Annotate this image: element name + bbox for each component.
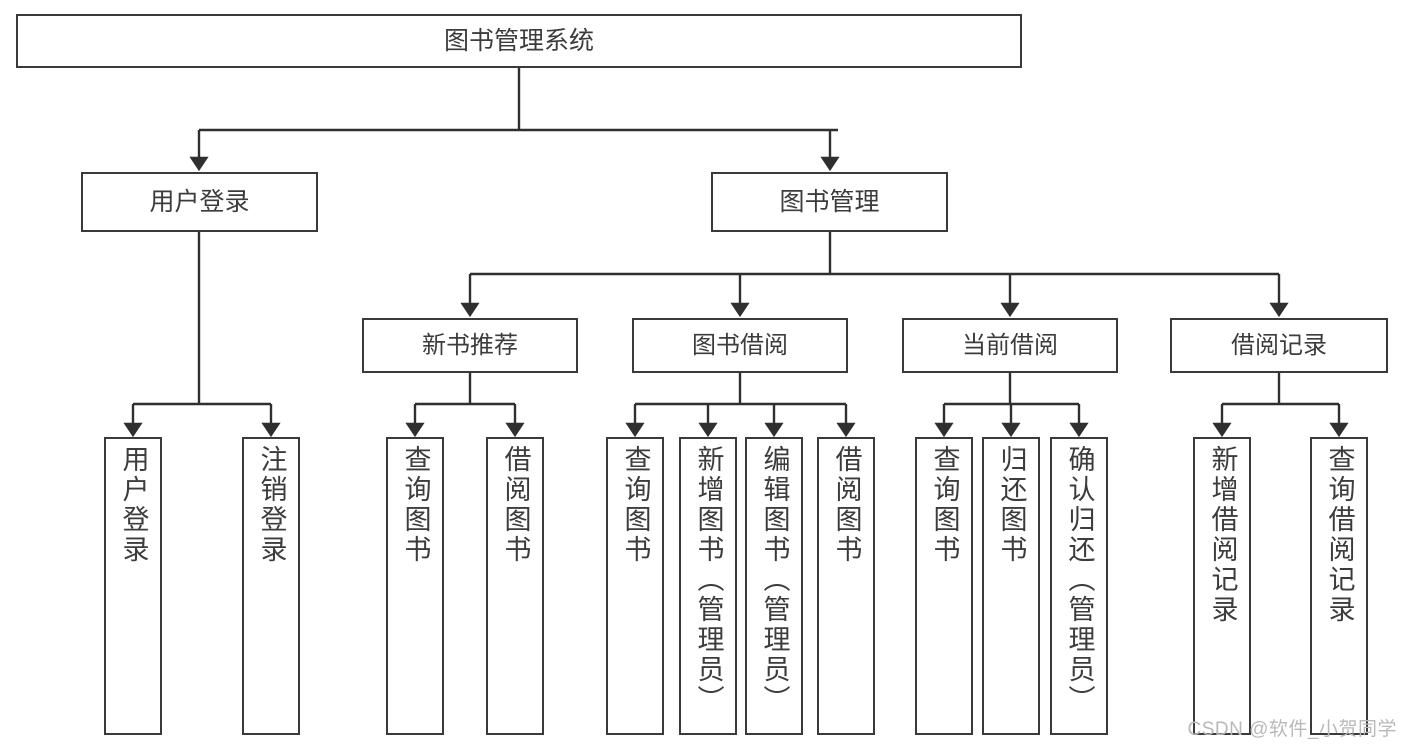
leaf-query-book-recommend-label: 查询图书	[400, 445, 431, 565]
leaf-edit-book-admin-label: 编辑图书（管理员）	[759, 445, 790, 715]
leaf-user-login[interactable]: 用户登录	[104, 437, 162, 735]
leaf-return-book[interactable]: 归还图书	[982, 437, 1040, 735]
node-book-borrow[interactable]: 图书借阅	[632, 318, 848, 373]
node-new-book-recommend[interactable]: 新书推荐	[362, 318, 578, 373]
node-root[interactable]: 图书管理系统	[16, 14, 1022, 68]
node-new-book-recommend-label: 新书推荐	[422, 331, 518, 359]
leaf-borrow-book-label: 借阅图书	[831, 445, 862, 565]
leaf-add-book-admin[interactable]: 新增图书（管理员）	[679, 437, 737, 735]
leaf-query-book-recommend[interactable]: 查询图书	[386, 437, 444, 735]
leaf-borrow-book-recommend-label: 借阅图书	[500, 445, 531, 565]
leaf-query-book-current-label: 查询图书	[929, 445, 960, 565]
leaf-borrow-book-recommend[interactable]: 借阅图书	[486, 437, 544, 735]
node-borrow-record[interactable]: 借阅记录	[1170, 318, 1388, 373]
leaf-logout[interactable]: 注销登录	[242, 437, 300, 735]
node-book-borrow-label: 图书借阅	[692, 331, 788, 359]
leaf-query-book-borrow[interactable]: 查询图书	[606, 437, 664, 735]
leaf-logout-label: 注销登录	[256, 445, 287, 565]
node-user-login-label: 用户登录	[149, 187, 250, 216]
leaf-query-borrow-record-label: 查询借阅记录	[1324, 445, 1355, 625]
leaf-confirm-return-admin-label: 确认归还（管理员）	[1064, 445, 1095, 715]
leaf-edit-book-admin[interactable]: 编辑图书（管理员）	[745, 437, 803, 735]
leaf-confirm-return-admin[interactable]: 确认归还（管理员）	[1050, 437, 1108, 735]
leaf-user-login-label: 用户登录	[118, 445, 149, 565]
leaf-query-borrow-record[interactable]: 查询借阅记录	[1310, 437, 1368, 735]
leaf-add-borrow-record[interactable]: 新增借阅记录	[1193, 437, 1251, 735]
leaf-add-borrow-record-label: 新增借阅记录	[1207, 445, 1238, 625]
node-book-management[interactable]: 图书管理	[711, 172, 948, 232]
node-current-borrow-label: 当前借阅	[962, 331, 1058, 359]
node-book-management-label: 图书管理	[779, 187, 880, 216]
leaf-borrow-book[interactable]: 借阅图书	[817, 437, 875, 735]
leaf-return-book-label: 归还图书	[996, 445, 1027, 565]
node-current-borrow[interactable]: 当前借阅	[902, 318, 1118, 373]
node-borrow-record-label: 借阅记录	[1231, 331, 1327, 359]
leaf-add-book-admin-label: 新增图书（管理员）	[693, 445, 724, 715]
leaf-query-book-borrow-label: 查询图书	[620, 445, 651, 565]
node-user-login[interactable]: 用户登录	[81, 172, 318, 232]
leaf-query-book-current[interactable]: 查询图书	[915, 437, 973, 735]
node-root-label: 图书管理系统	[443, 26, 594, 55]
